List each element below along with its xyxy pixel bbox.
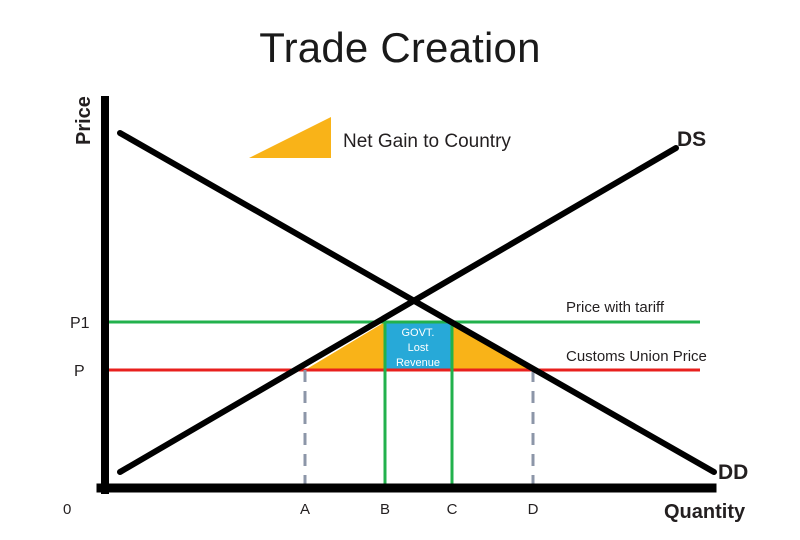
quantity-tick-label-a: A: [300, 501, 310, 518]
quantity-tick-label-b: B: [380, 501, 390, 518]
demand-curve: [117, 130, 717, 475]
supply-curve-label: DS: [677, 128, 706, 151]
govt-lost-revenue-line3: Revenue: [396, 357, 440, 369]
price-label-p1: P1: [70, 315, 90, 332]
govt-lost-revenue-line2: Lost: [408, 342, 429, 354]
govt-lost-revenue-line1: GOVT.: [401, 327, 434, 339]
price-label-p: P: [74, 363, 85, 380]
customs-union-price-label: Customs Union Price: [566, 348, 707, 365]
page-title: Trade Creation: [259, 24, 541, 71]
demand-curve-label: DD: [718, 461, 748, 484]
supply-curve: [117, 145, 679, 475]
quantity-tick-label-d: D: [528, 501, 539, 518]
quantity-tick-label-c: C: [447, 501, 458, 518]
origin-label: 0: [63, 501, 71, 518]
net-gain-triangle-left: [305, 322, 385, 370]
price-with-tariff-label: Price with tariff: [566, 299, 665, 316]
govt-lost-revenue-box: [385, 322, 452, 370]
legend-swatch-triangle: [249, 117, 331, 158]
x-axis-label: Quantity: [664, 501, 746, 523]
y-axis-label: Price: [73, 96, 95, 145]
legend-label: Net Gain to Country: [343, 131, 511, 152]
